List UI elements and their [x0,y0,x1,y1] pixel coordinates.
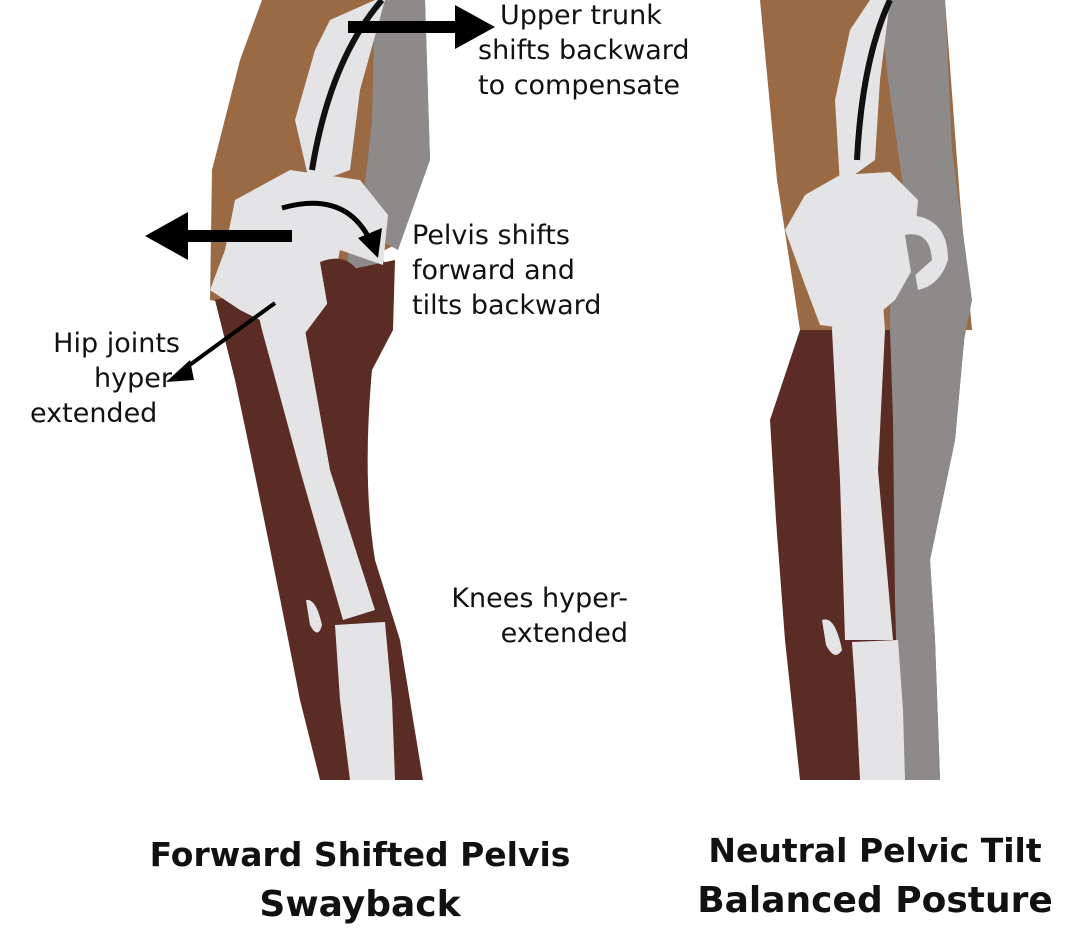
neutral-caption: Neutral Pelvic Tilt Balanced Posture [690,826,1060,926]
neutral-pelvis-socket [905,234,932,278]
pelvis-line-2: forward and [412,255,575,286]
hip-line-3: extended [30,398,158,429]
upper-trunk-line-3: to compensate [478,70,681,101]
swayback-caption: Forward Shifted Pelvis Swayback [140,830,580,930]
upper-trunk-arrow [348,5,495,49]
hip-label: Hip joints hyper- extended [30,326,180,431]
pelvis-label: Pelvis shifts forward and tilts backward [412,218,601,323]
swayback-kneecap [306,599,322,633]
neutral-pelvis [785,172,918,330]
knees-label: Knees hyper- extended [402,581,628,651]
swayback-tibia [335,622,395,780]
neutral-spine-line [854,0,893,161]
neutral-caption-title: Neutral Pelvic Tilt [708,831,1042,870]
hip-arrow [166,301,277,382]
swayback-pelvis-socket [320,258,363,320]
pelvis-line-3: tilts backward [412,290,602,321]
swayback-caption-title: Forward Shifted Pelvis [149,835,571,874]
swayback-caption-subtitle: Swayback [259,884,461,925]
neutral-kneecap [822,619,842,655]
upper-trunk-line-1: Upper trunk [500,0,662,31]
swayback-spine-line [309,0,385,171]
knees-line-2: extended [500,618,628,649]
swayback-torso-shadow [360,0,430,250]
upper-trunk-line-2: shifts backward [478,35,690,66]
hip-line-1: Hip joints [53,328,180,359]
knees-line-1: Knees hyper- [451,583,628,614]
neutral-femur [832,282,893,640]
neutral-leg-shadow [890,330,965,780]
pelvis-line-1: Pelvis shifts [412,220,570,251]
swayback-femur [255,289,375,620]
pelvis-tilt-arrow [281,200,382,258]
hip-line-2: hyper- [94,363,180,394]
neutral-caption-subtitle: Balanced Posture [697,880,1053,921]
neutral-tibia [852,640,905,780]
neutral-figure [760,0,972,780]
swayback-figure [145,0,495,780]
pelvis-forward-arrow [145,212,292,260]
upper-trunk-label: Upper trunk shifts backward to compensat… [478,0,690,103]
